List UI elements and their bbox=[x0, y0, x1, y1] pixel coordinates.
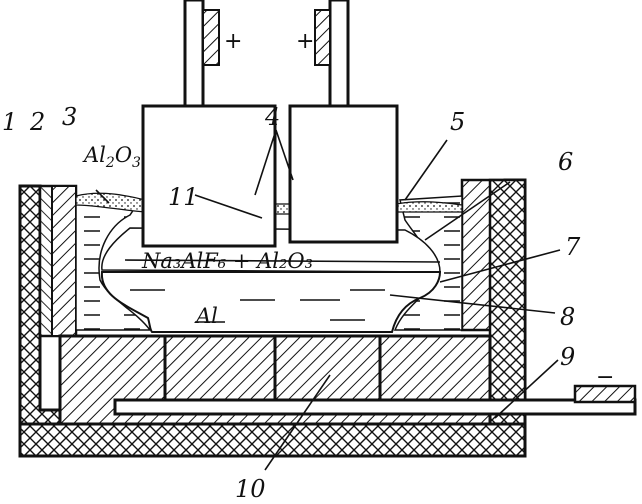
label-9: 9 bbox=[560, 343, 575, 371]
anode-left bbox=[141, 0, 277, 248]
label-1: 1 bbox=[2, 108, 17, 136]
minus-sign: − bbox=[596, 365, 614, 390]
label-11: 11 bbox=[168, 183, 199, 211]
label-2: 2 bbox=[29, 108, 45, 136]
electrolyte-label: Na₃AlF₆ + Al₂O₃ bbox=[141, 249, 313, 273]
label-8: 8 bbox=[560, 303, 575, 331]
alumina-crust bbox=[75, 192, 463, 215]
plus-sign-right: + bbox=[296, 29, 314, 54]
label-6: 6 bbox=[558, 148, 573, 176]
collector-bar bbox=[113, 384, 637, 416]
metal-label: Al bbox=[194, 304, 218, 328]
chem-labels: Al2O3 Na₃AlF₆ + Al₂O₃ Al bbox=[82, 143, 313, 328]
part-labels: 1 2 3 4 5 6 7 8 9 10 11 bbox=[2, 103, 581, 503]
anode-right bbox=[288, 0, 399, 244]
polarity-signs: + + − bbox=[224, 29, 614, 390]
aluminium-pool bbox=[100, 271, 442, 333]
label-3: 3 bbox=[62, 103, 77, 131]
label-4: 4 bbox=[264, 103, 280, 131]
label-7: 7 bbox=[565, 233, 581, 261]
alumina-label: Al2O3 bbox=[82, 143, 141, 171]
left-lining bbox=[38, 184, 78, 338]
leader-lines bbox=[95, 129, 561, 471]
plus-sign-left: + bbox=[224, 29, 242, 54]
label-10: 10 bbox=[235, 475, 266, 503]
label-5: 5 bbox=[450, 108, 465, 136]
